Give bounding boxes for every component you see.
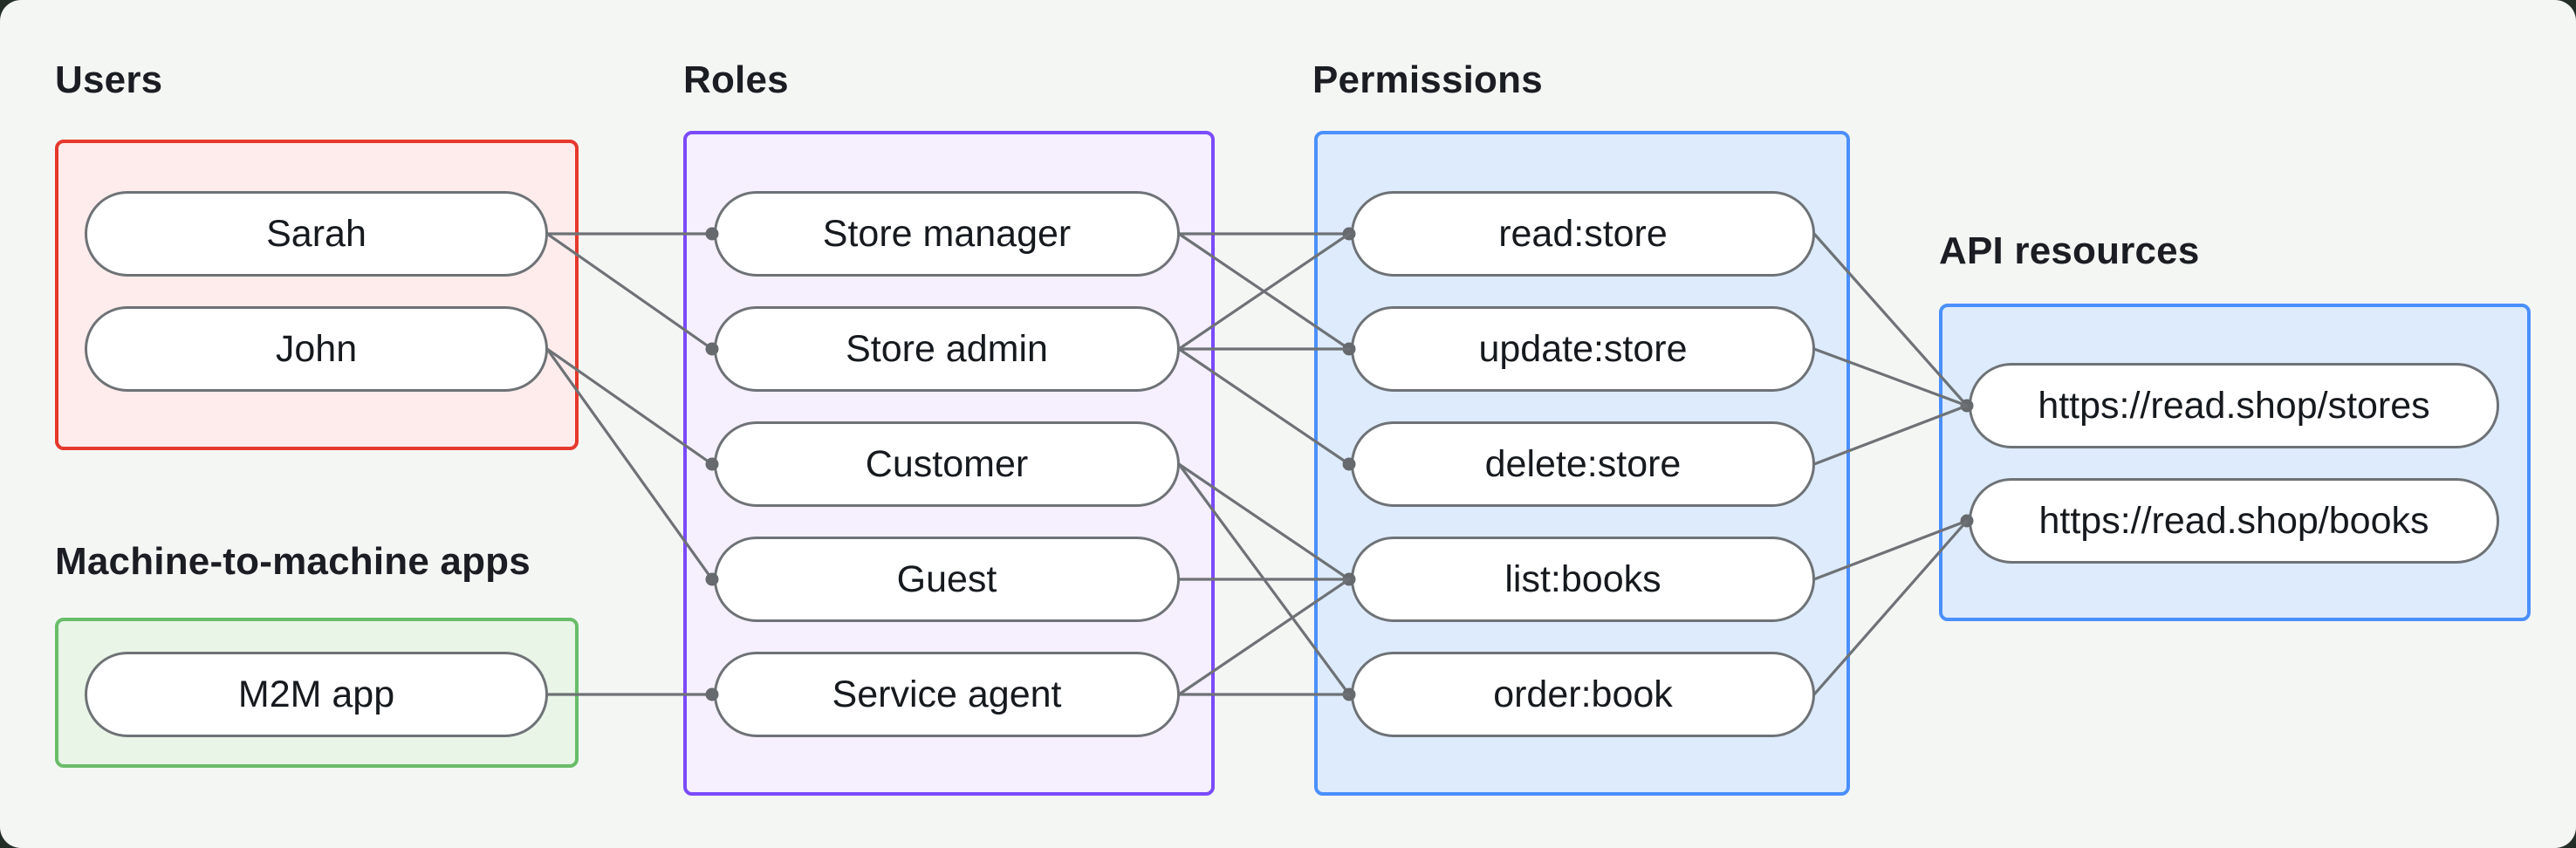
node-guest: Guest — [714, 537, 1180, 622]
node-sarah: Sarah — [85, 191, 548, 277]
node-customer: Customer — [714, 421, 1180, 507]
users-group-box — [55, 140, 579, 450]
node-read-store: read:store — [1351, 191, 1815, 277]
node-order-book: order:book — [1351, 652, 1815, 737]
users-section-title: Users — [55, 58, 163, 101]
node-store-admin: Store admin — [714, 306, 1180, 392]
api-resources-group-box — [1939, 304, 2531, 621]
node-list-books: list:books — [1351, 537, 1815, 622]
node-delete-store: delete:store — [1351, 421, 1815, 507]
node-m2m-app: M2M app — [85, 652, 548, 737]
node-stores: https://read.shop/stores — [1969, 363, 2499, 448]
node-books: https://read.shop/books — [1969, 478, 2499, 564]
node-service-agent: Service agent — [714, 652, 1180, 737]
permissions-section-title: Permissions — [1312, 58, 1543, 101]
node-john: John — [85, 306, 548, 392]
node-store-manager: Store manager — [714, 191, 1180, 277]
m2m-apps-section-title: Machine-to-machine apps — [55, 540, 531, 583]
roles-section-title: Roles — [683, 58, 789, 101]
node-update-store: update:store — [1351, 306, 1815, 392]
api-resources-section-title: API resources — [1939, 229, 2200, 272]
